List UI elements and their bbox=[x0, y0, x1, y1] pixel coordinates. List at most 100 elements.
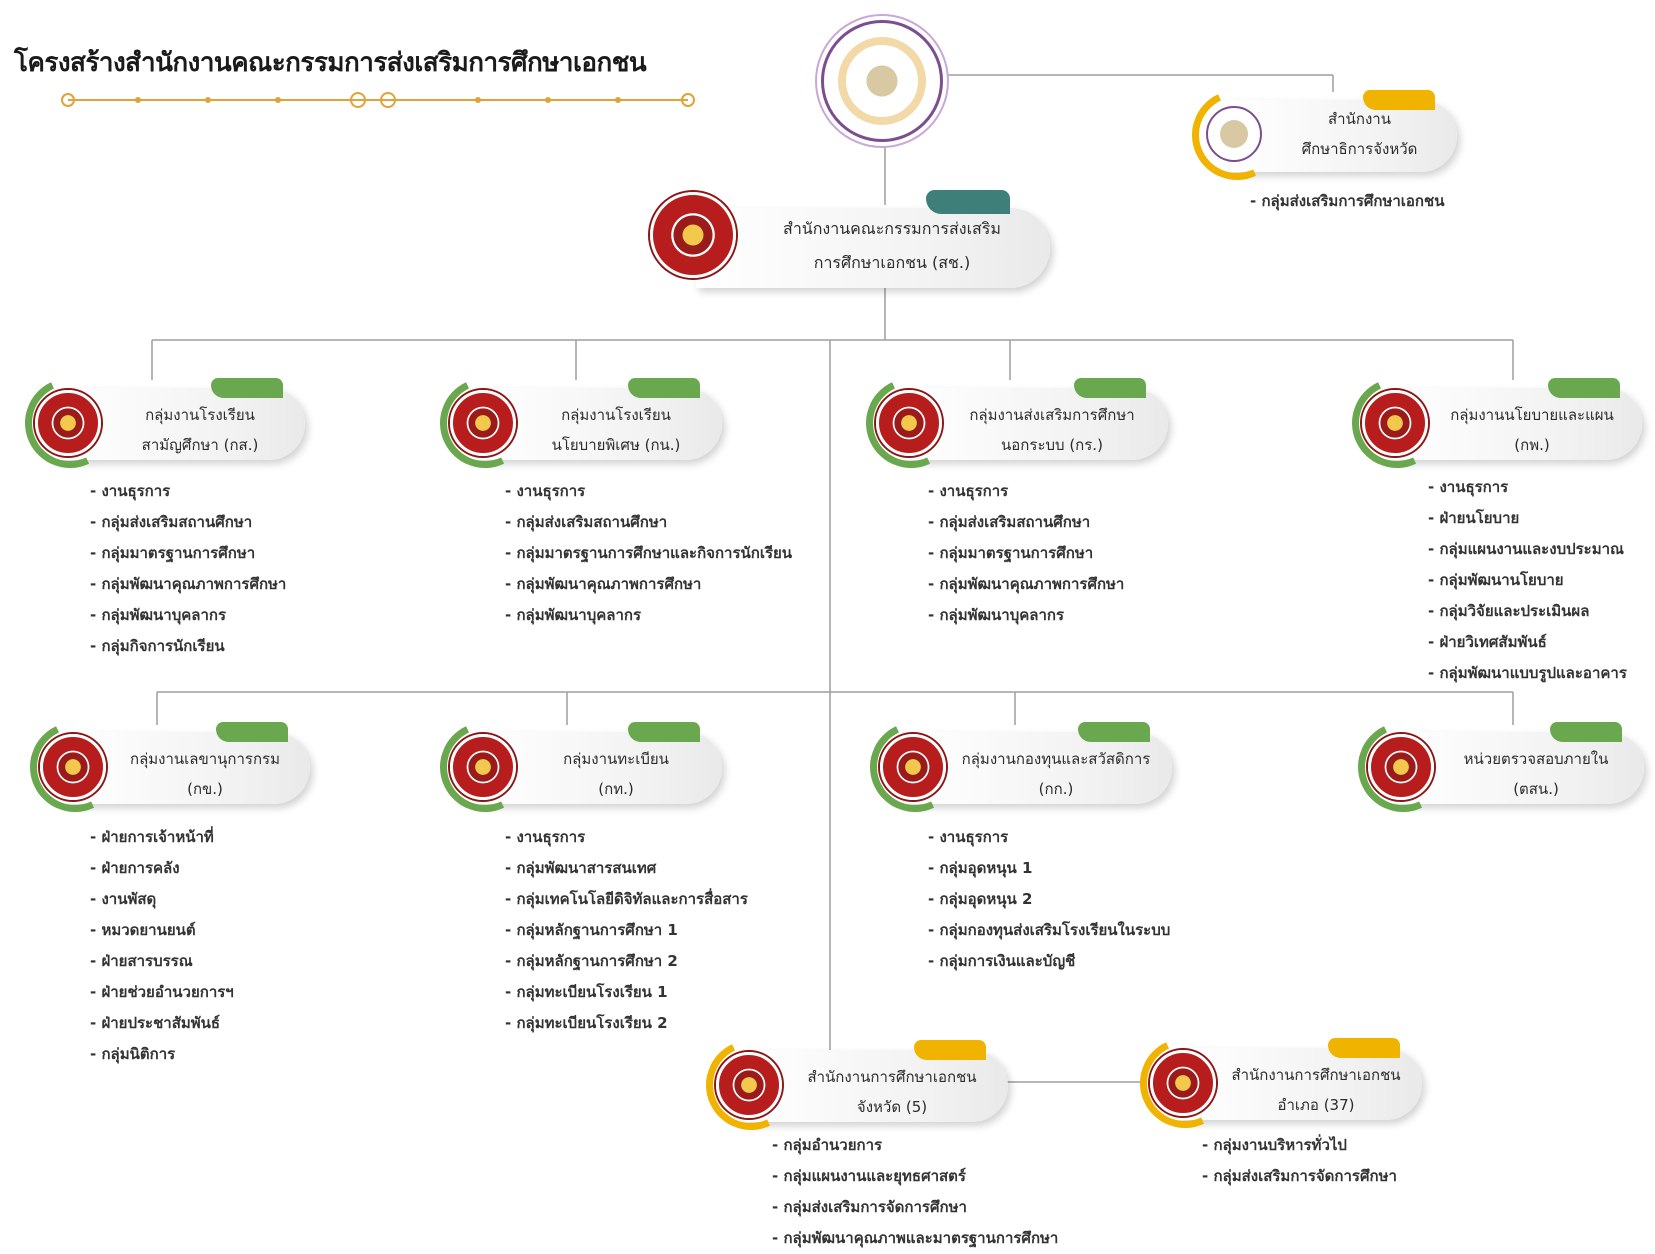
node-label-line: จังหวัด (5) bbox=[856, 1098, 928, 1116]
node-label-line: กลุ่มงานทะเบียน bbox=[563, 750, 669, 768]
division-items-gg: งานธุรการ กลุ่มอุดหนุน 1 กลุ่มอุดหนุน 2 … bbox=[928, 822, 1170, 977]
list-item: กลุ่มพัฒนาแบบรูปและอาคาร bbox=[1428, 658, 1626, 689]
provincial-private-office-items: กลุ่มอำนวยการ กลุ่มแผนงานและยุทธศาสตร์ ก… bbox=[772, 1130, 1058, 1254]
provincial-office-node[interactable]: สำนักงาน ศึกษาธิการจังหวัด bbox=[1179, 77, 1457, 193]
list-item: กลุ่มอุดหนุน 1 bbox=[928, 853, 1170, 884]
list-item: งานธุรการ bbox=[90, 476, 286, 507]
opec-emblem-icon bbox=[1150, 1050, 1216, 1116]
list-item: กลุ่มส่งเสริมสถานศึกษา bbox=[928, 507, 1124, 538]
list-item: ฝ่ายประชาสัมพันธ์ bbox=[90, 1008, 234, 1039]
division-node-gk[interactable]: กลุ่มงานเลขานุการกรม (กข.) bbox=[17, 709, 310, 825]
provincial-private-office-node[interactable]: สำนักงานการศึกษาเอกชนจังหวัด (5) bbox=[693, 1027, 1008, 1143]
list-item: กลุ่มทะเบียนโรงเรียน 2 bbox=[505, 1008, 748, 1039]
office-seal-small-icon bbox=[1206, 106, 1262, 162]
opec-emblem-icon bbox=[40, 734, 106, 800]
list-item: งานธุรการ bbox=[505, 476, 792, 507]
page-title: โครงสร้างสำนักงานคณะกรรมการส่งเสริมการศึ… bbox=[14, 48, 647, 78]
node-label-line: สำนักงาน bbox=[1328, 110, 1391, 128]
opec-emblem-icon bbox=[1368, 734, 1434, 800]
node-label-line: สำนักงานการศึกษาเอกชน bbox=[1231, 1066, 1401, 1084]
list-item: กลุ่มหลักฐานการศึกษา 1 bbox=[505, 915, 748, 946]
node-label-line: กลุ่มงานโรงเรียน bbox=[561, 406, 671, 424]
list-item: กลุ่มส่งเสริมสถานศึกษา bbox=[505, 507, 792, 538]
division-items-gr: งานธุรการ กลุ่มส่งเสริมสถานศึกษา กลุ่มมา… bbox=[928, 476, 1124, 631]
list-item: กลุ่มเทคโนโลยีดิจิทัลและการสื่อสาร bbox=[505, 884, 747, 915]
list-item: ฝ่ายวิเทศสัมพันธ์ bbox=[1428, 627, 1627, 658]
list-item: งานธุรการ bbox=[928, 822, 1170, 853]
district-private-office-node[interactable]: สำนักงานการศึกษาเอกชนอำเภอ (37) bbox=[1127, 1025, 1422, 1141]
opec-emblem-icon bbox=[880, 734, 946, 800]
list-item: กลุ่มพัฒนาคุณภาพการศึกษา bbox=[505, 569, 792, 600]
list-item: กลุ่มแผนงานและยุทธศาสตร์ bbox=[772, 1161, 1058, 1192]
list-item: กลุ่มการเงินและบัญชี bbox=[928, 946, 1170, 977]
node-label-line: (กก.) bbox=[1038, 780, 1074, 798]
division-items-gk: ฝ่ายการเจ้าหน้าที่ ฝ่ายการคลัง งานพัสดุ … bbox=[90, 822, 234, 1070]
opec-emblem-icon bbox=[35, 390, 101, 456]
opec-emblem-icon bbox=[450, 390, 516, 456]
office-seal-icon bbox=[821, 20, 943, 142]
division-node-gg[interactable]: กลุ่มงานกองทุนและสวัสดิการ (กก.) bbox=[857, 709, 1172, 825]
opec-emblem-icon bbox=[1362, 390, 1428, 456]
node-label-line: หน่วยตรวจสอบภายใน bbox=[1463, 750, 1609, 768]
division-node-gt[interactable]: กลุ่มงานทะเบียน (กท.) bbox=[427, 709, 722, 825]
node-label-line: กลุ่มงานนโยบายและแผน bbox=[1450, 406, 1614, 424]
list-item: กลุ่มพัฒนาบุคลากร bbox=[928, 600, 1124, 631]
opec-emblem-icon bbox=[716, 1052, 782, 1118]
list-item: กลุ่มส่งเสริมการจัดการศึกษา bbox=[1202, 1161, 1396, 1192]
list-item: กลุ่มอำนวยการ bbox=[772, 1130, 1058, 1161]
list-item: กลุ่มพัฒนาคุณภาพและมาตรฐานการศึกษา bbox=[772, 1223, 1058, 1254]
division-node-gp[interactable]: กลุ่มงานนโยบายและแผน (กพ.) bbox=[1339, 365, 1642, 481]
list-item: กลุ่มพัฒนาสารสนเทศ bbox=[505, 853, 748, 884]
opec-emblem-icon bbox=[650, 192, 736, 278]
main-office-node[interactable]: สำนักงานคณะกรรมการส่งเสริม การศึกษาเอกชน… bbox=[648, 190, 1050, 290]
list-item: กลุ่มส่งเสริมสถานศึกษา bbox=[90, 507, 286, 538]
list-item: กลุ่มหลักฐานการศึกษา 2 bbox=[505, 946, 748, 977]
list-item: กลุ่มแผนงานและงบประมาณ bbox=[1428, 534, 1627, 565]
division-node-tsn[interactable]: หน่วยตรวจสอบภายใน (ตสน.) bbox=[1345, 709, 1644, 825]
district-private-office-items: กลุ่มงานบริหารทั่วไป กลุ่มส่งเสริมการจัด… bbox=[1202, 1130, 1396, 1192]
division-items-gn: งานธุรการ กลุ่มส่งเสริมสถานศึกษา กลุ่มมา… bbox=[505, 476, 792, 631]
node-label-line: (กท.) bbox=[598, 780, 634, 798]
list-item: งานธุรการ bbox=[505, 822, 748, 853]
node-label-line: กลุ่มงานเลขานุการกรม bbox=[130, 750, 280, 768]
opec-emblem-icon bbox=[450, 734, 516, 800]
node-label-line: สำนักงานการศึกษาเอกชน bbox=[807, 1068, 977, 1086]
division-node-gn[interactable]: กลุ่มงานโรงเรียนนโยบายพิเศษ (กน.) bbox=[427, 365, 722, 481]
node-label-line: (กข.) bbox=[187, 780, 223, 798]
list-item: กลุ่มกิจการนักเรียน bbox=[90, 631, 286, 662]
list-item: กลุ่มส่งเสริมการจัดการศึกษา bbox=[772, 1192, 1058, 1223]
title-ornament bbox=[61, 92, 695, 108]
list-item: งานธุรการ bbox=[1428, 472, 1627, 503]
list-item: ฝ่ายการเจ้าหน้าที่ bbox=[90, 822, 234, 853]
provincial-office-items: กลุ่มส่งเสริมการศึกษาเอกชน bbox=[1250, 186, 1444, 217]
list-item: กลุ่มพัฒนาบุคลากร bbox=[90, 600, 286, 631]
list-item: กลุ่มนิติการ bbox=[90, 1039, 234, 1070]
list-item: กลุ่มมาตรฐานการศึกษาและกิจการนักเรียน bbox=[505, 538, 792, 569]
list-item: กลุ่มทะเบียนโรงเรียน 1 bbox=[505, 977, 748, 1008]
division-node-gr[interactable]: กลุ่มงานส่งเสริมการศึกษานอกระบบ (กร.) bbox=[853, 365, 1168, 481]
list-item: กลุ่มมาตรฐานการศึกษา bbox=[928, 538, 1124, 569]
node-label-line: (กพ.) bbox=[1514, 436, 1550, 454]
list-item: กลุ่มพัฒนาคุณภาพการศึกษา bbox=[928, 569, 1124, 600]
list-item: ฝ่ายนโยบาย bbox=[1428, 503, 1627, 534]
node-label-line: กลุ่มงานกองทุนและสวัสดิการ bbox=[961, 750, 1151, 768]
node-label-line: สำนักงานคณะกรรมการส่งเสริม bbox=[783, 219, 1001, 238]
node-label-line: การศึกษาเอกชน (สช.) bbox=[813, 253, 971, 272]
node-label-line: (ตสน.) bbox=[1513, 780, 1559, 798]
list-item: ฝ่ายช่วยอำนวยการฯ bbox=[90, 977, 233, 1008]
node-label-line: กลุ่มงานส่งเสริมการศึกษา bbox=[969, 406, 1135, 424]
list-item: กลุ่มกองทุนส่งเสริมโรงเรียนในระบบ bbox=[928, 915, 1170, 946]
list-item: หมวดยานยนต์ bbox=[90, 915, 234, 946]
list-item: กลุ่มวิจัยและประเมินผล bbox=[1428, 596, 1627, 627]
division-node-gs[interactable]: กลุ่มงานโรงเรียนสามัญศึกษา (กส.) bbox=[12, 365, 305, 481]
list-item: ฝ่ายการคลัง bbox=[90, 853, 234, 884]
node-label-line: อำเภอ (37) bbox=[1277, 1096, 1355, 1114]
opec-emblem-icon bbox=[876, 390, 942, 456]
node-label-line: สามัญศึกษา (กส.) bbox=[141, 436, 259, 454]
node-label-line: กลุ่มงานโรงเรียน bbox=[145, 406, 255, 424]
list-item: งานธุรการ bbox=[928, 476, 1124, 507]
node-label-line: นอกระบบ (กร.) bbox=[1001, 436, 1103, 454]
list-item: กลุ่มพัฒนานโยบาย bbox=[1428, 565, 1627, 596]
division-items-gt: งานธุรการ กลุ่มพัฒนาสารสนเทศ กลุ่มเทคโนโ… bbox=[505, 822, 748, 1039]
